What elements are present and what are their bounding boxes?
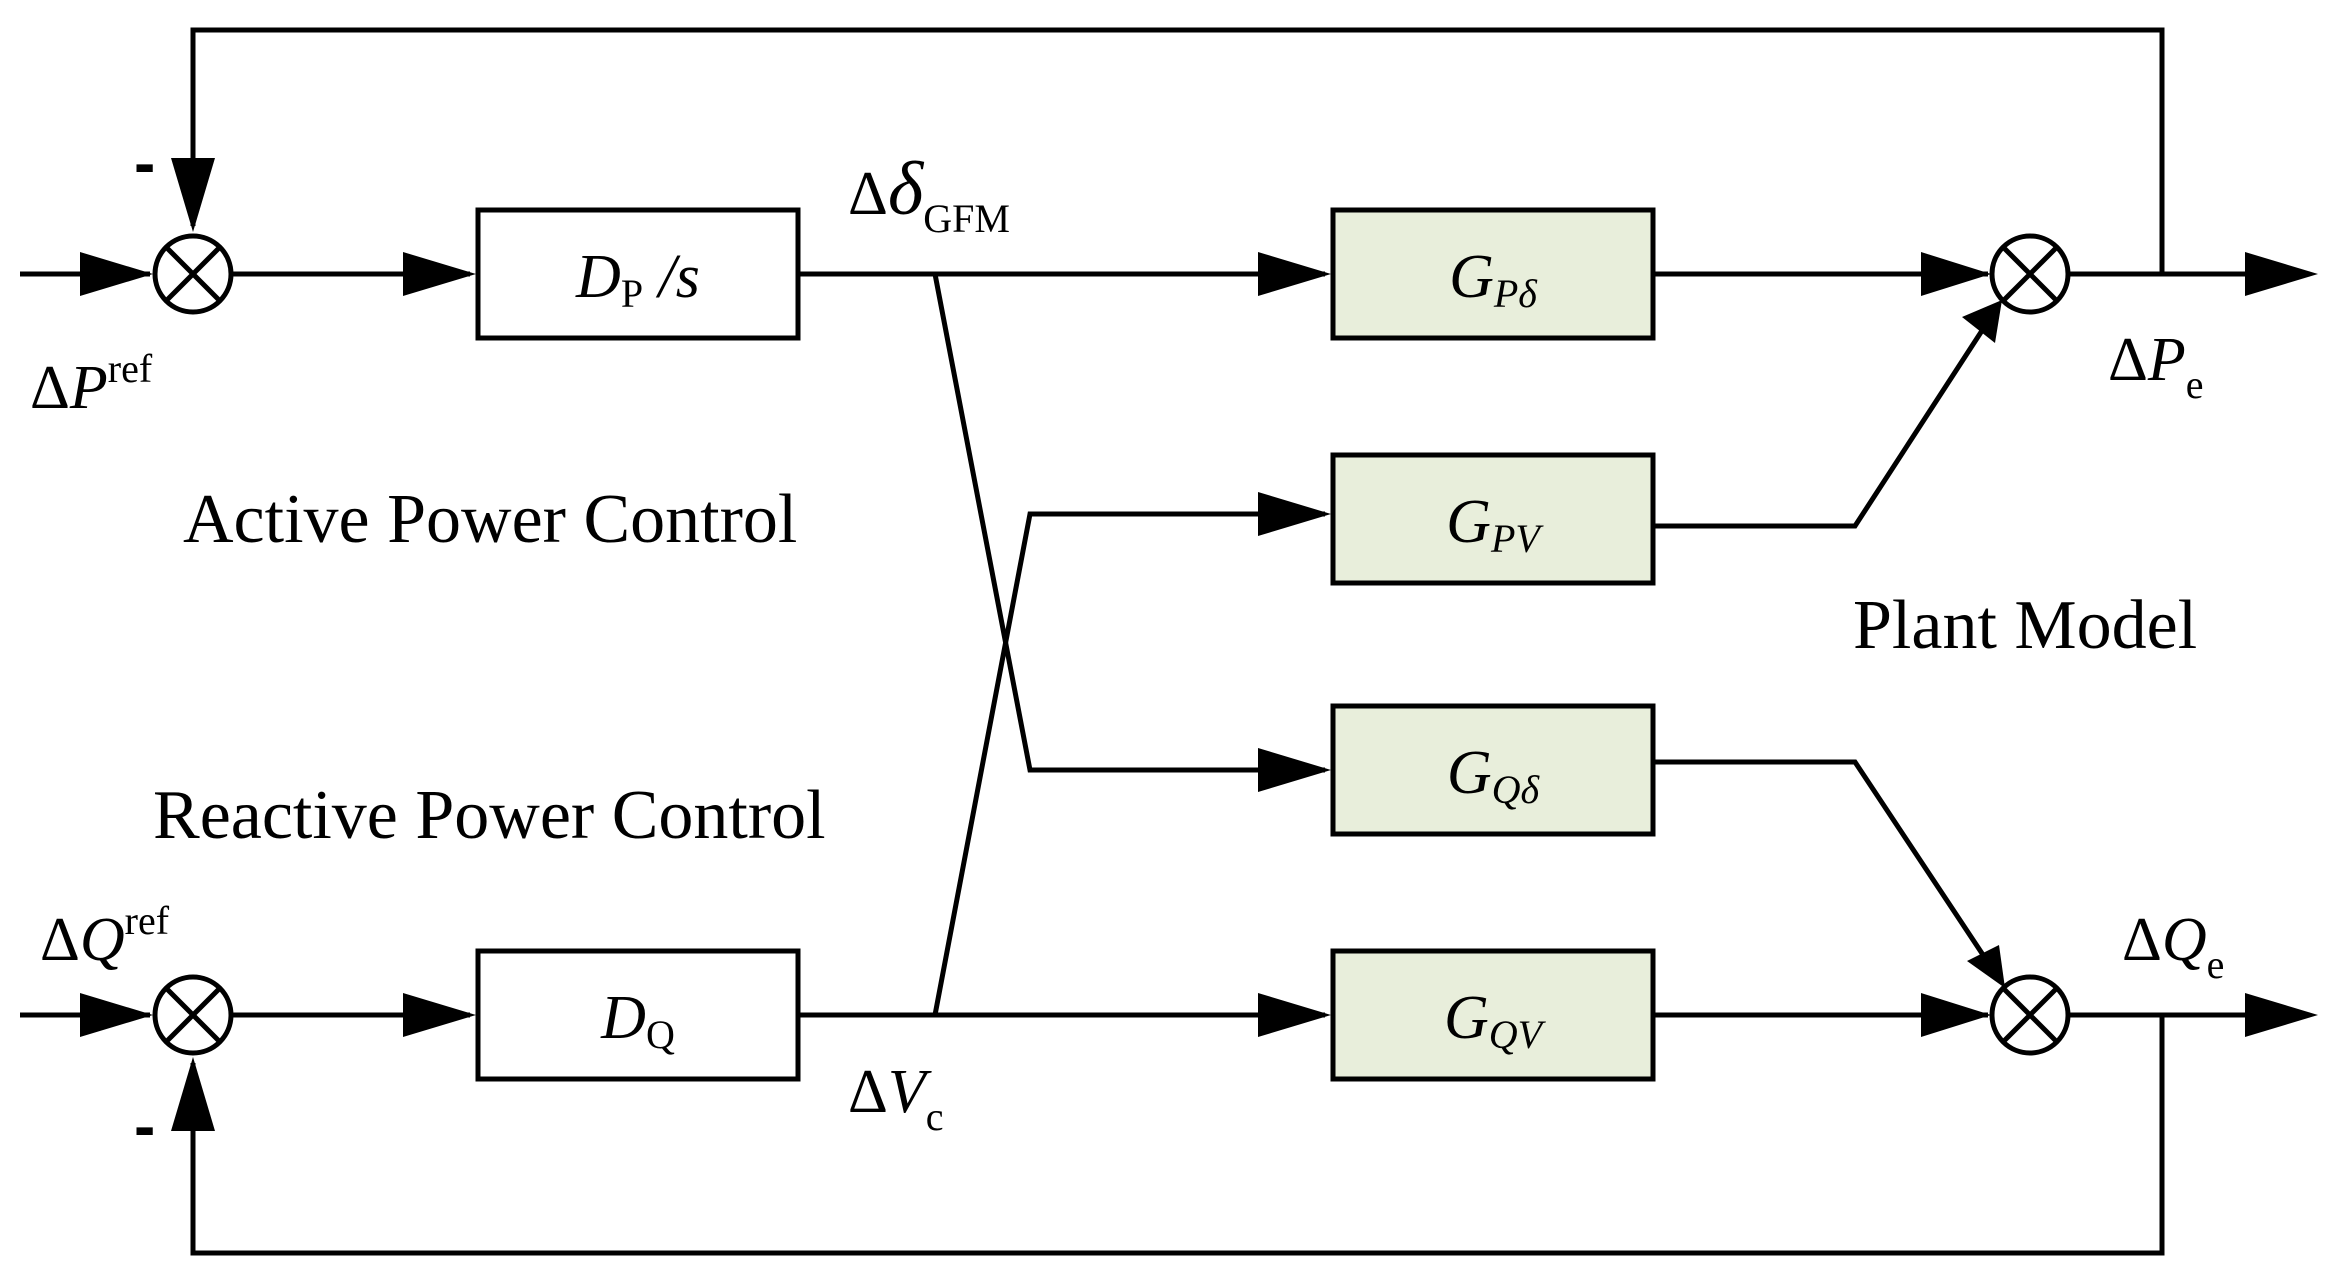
arrow-into-gpv [1258,492,1331,536]
arrow-into-gqd [1258,748,1331,792]
summing-junction-p-e [1989,233,2071,315]
svg-text:GQδ: GQδ [1447,739,1541,812]
svg-text:DQ: DQ [600,984,675,1057]
arrow-pe-out [2245,252,2318,296]
block-gpv-sub: PV [1490,516,1544,561]
arrow-q-feedback-into-sum2 [171,1057,215,1131]
summing-junction-q-e [1989,974,2071,1056]
block-gqd-main: G [1447,739,1492,807]
wire-gpv-to-sum3 [1655,304,2001,529]
block-gpv-main: G [1446,488,1491,556]
sign-p-feedback: - [134,127,155,199]
wire-vc-to-gpv [932,511,1325,1016]
block-gpd: GPδ [1330,207,1656,341]
block-gpd-sub: Pδ [1493,271,1538,316]
label-p-e: ΔPe [2108,326,2204,407]
svg-text:GPV: GPV [1446,488,1544,561]
svg-text:GQV: GQV [1444,984,1547,1057]
block-dq-main: D [600,984,646,1052]
block-gqv: GQV [1330,948,1656,1082]
section-plant-model: Plant Model [1853,587,2197,664]
arrow-gpv-into-sum3 [1962,300,2002,343]
block-dq-sub: Q [646,1012,675,1057]
block-gpd-main: G [1449,243,1494,311]
arrow-gqd-into-sum4 [1967,945,2005,988]
summing-junction-p-ref [152,233,234,315]
summing-junction-q-ref [152,974,234,1056]
wire-q-feedback [190,1015,2165,1256]
arrow-p-feedback-into-sum1 [171,158,215,232]
arrowheads [80,158,2318,1131]
block-gqv-sub: QV [1489,1012,1547,1057]
svg-text:DP /s: DP /s [575,243,700,316]
block-dp-main: D [575,243,621,311]
label-delta-gfm: ΔδGFM [848,147,1010,241]
label-q-e: ΔQe [2122,906,2224,987]
block-gqv-main: G [1444,984,1489,1052]
arrow-into-sum4 [1921,993,1991,1037]
block-dq: DQ [475,948,801,1082]
block-dp-tail: /s [643,243,700,311]
section-reactive-power-control: Reactive Power Control [153,777,826,854]
block-gqd: GQδ [1330,703,1656,837]
sign-q-feedback: - [134,1090,155,1162]
wire-p-feedback [190,27,2165,274]
label-p-ref: ΔPref [30,346,153,422]
block-gpv: GPV [1330,452,1656,586]
label-v-c: ΔVc [848,1058,944,1139]
wire-gqd-to-sum4 [1655,759,2004,984]
arrow-into-sum2 [80,993,153,1037]
svg-text:GPδ: GPδ [1449,243,1538,316]
arrow-into-gqv [1258,993,1331,1037]
arrow-into-sum3 [1921,252,1991,296]
block-dp: DP /s [475,207,801,341]
arrow-into-gpd [1258,252,1331,296]
section-active-power-control: Active Power Control [183,481,797,558]
block-dp-sub: P [621,271,643,316]
wire-delta-to-gqd [932,273,1325,773]
label-q-ref: ΔQref [40,898,170,974]
arrow-into-sum1 [80,252,153,296]
arrow-into-dp [403,252,476,296]
arrow-into-dq [403,993,476,1037]
block-gqd-sub: Qδ [1492,767,1541,812]
arrow-qe-out [2245,993,2318,1037]
